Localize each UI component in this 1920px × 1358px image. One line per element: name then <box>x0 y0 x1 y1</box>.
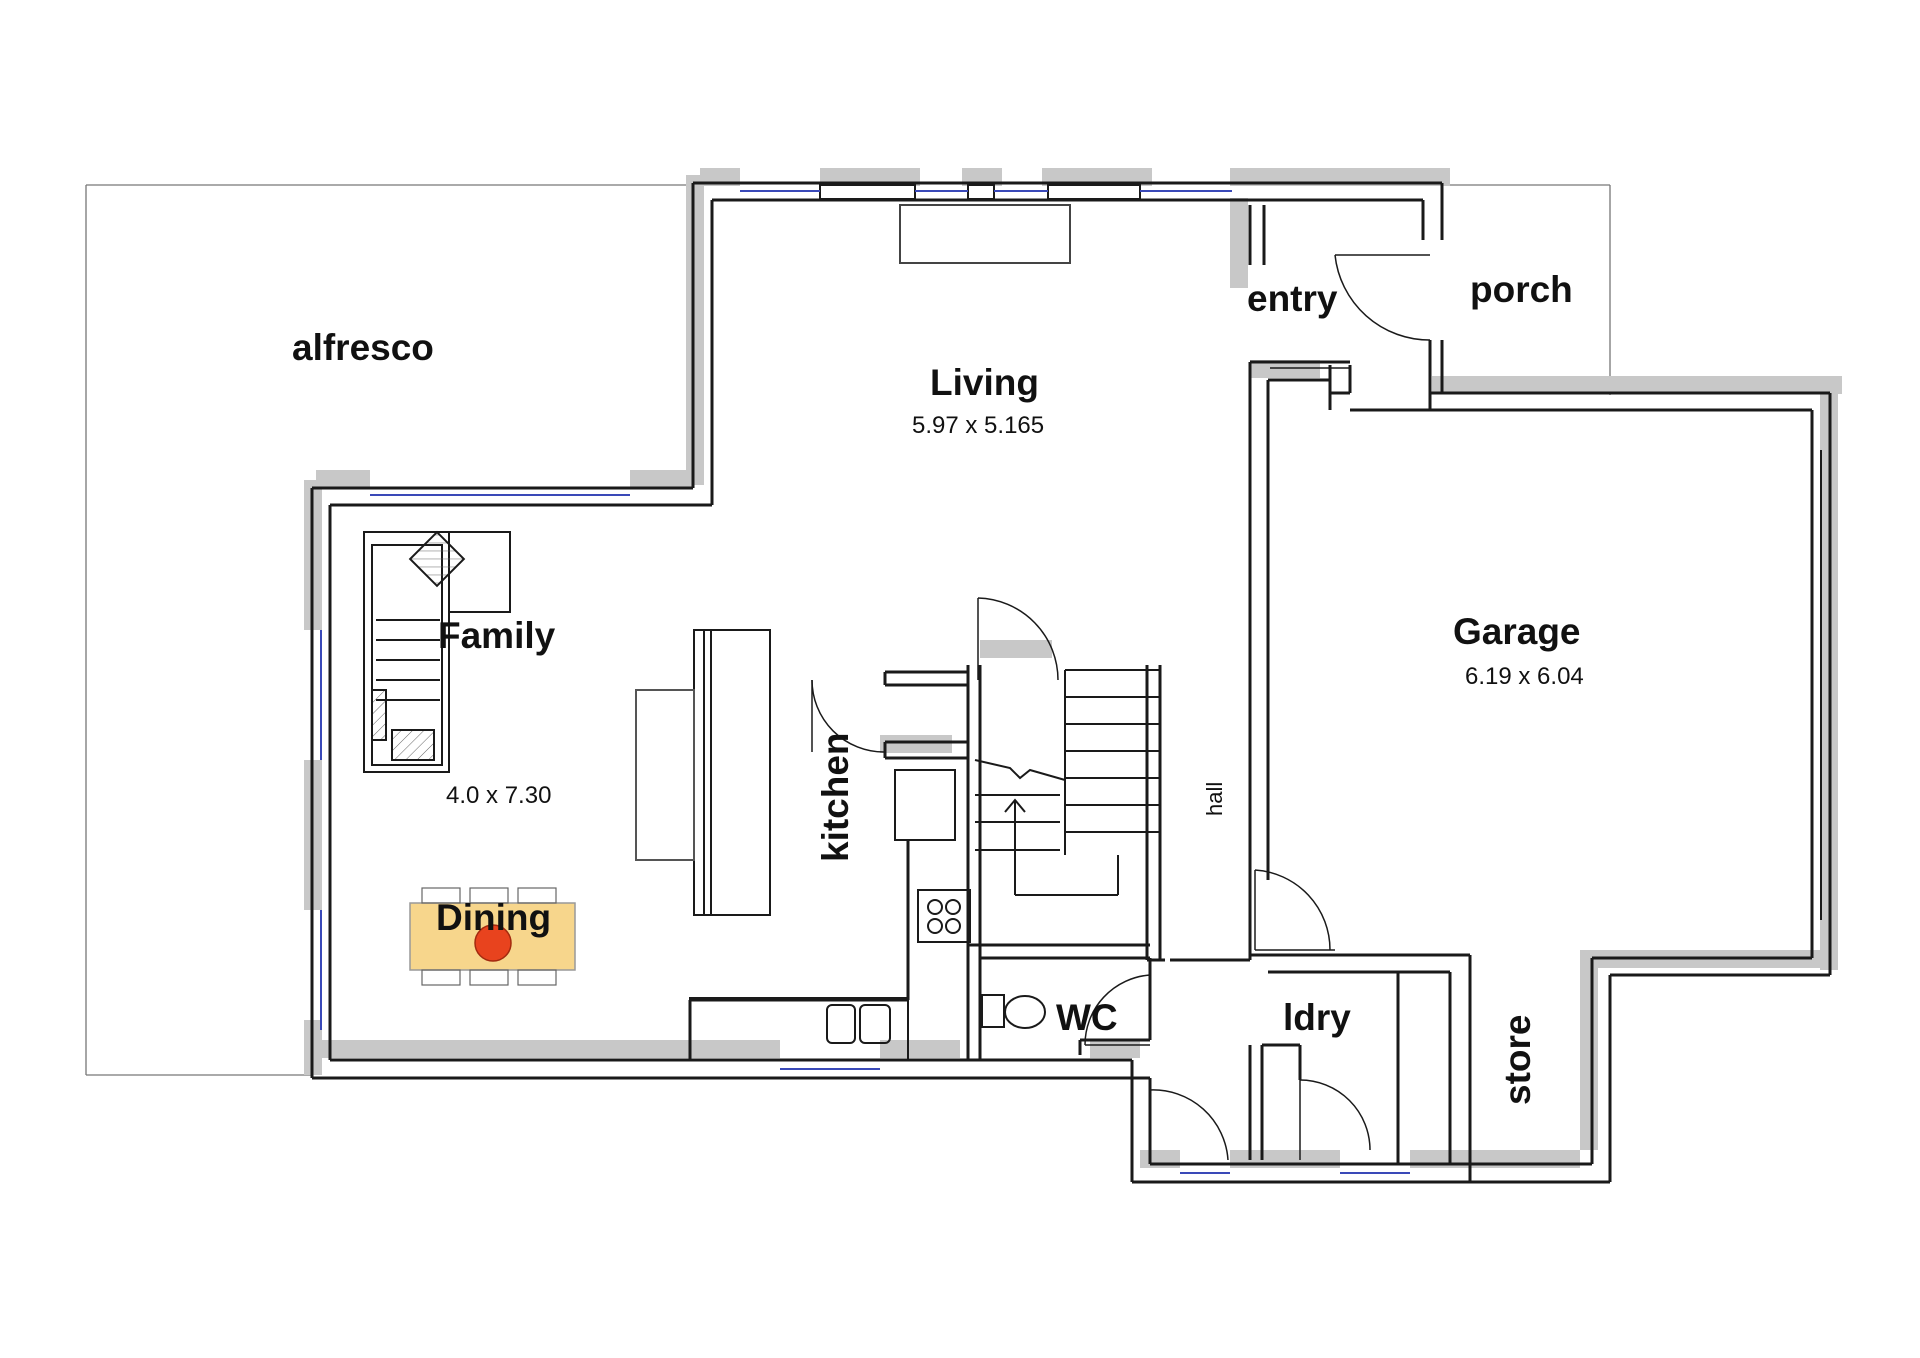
room-label-alfresco: alfresco <box>292 327 434 368</box>
location-marker-icon <box>474 924 512 962</box>
room-label-living: Living <box>930 362 1039 403</box>
stairs <box>974 669 1161 945</box>
alfresco-boundary <box>85 184 1611 1076</box>
room-label-kitchen: kitchen <box>815 732 856 862</box>
room-dims-living: 5.97 x 5.165 <box>912 412 1044 439</box>
room-label-family: Family <box>438 615 556 656</box>
doors <box>811 254 1431 1161</box>
dining-table <box>409 887 576 986</box>
room-label-wc: WC <box>1056 997 1118 1038</box>
room-dims-garage: 6.19 x 6.04 <box>1465 663 1584 690</box>
windows <box>320 184 1822 1174</box>
room-label-porch: porch <box>1470 269 1573 310</box>
room-dims-family: 4.0 x 7.30 <box>446 782 551 809</box>
sofa <box>363 530 511 773</box>
room-label-entry: entry <box>1247 278 1338 319</box>
room-label-garage: Garage <box>1453 611 1581 652</box>
island-bench <box>635 629 771 916</box>
room-label-dining: Dining <box>436 897 551 938</box>
kitchen-fixtures <box>689 769 1046 1061</box>
room-label-ldry: ldry <box>1283 997 1351 1038</box>
room-label-hall: hall <box>1202 782 1227 816</box>
room-label-store: store <box>1497 1015 1538 1105</box>
